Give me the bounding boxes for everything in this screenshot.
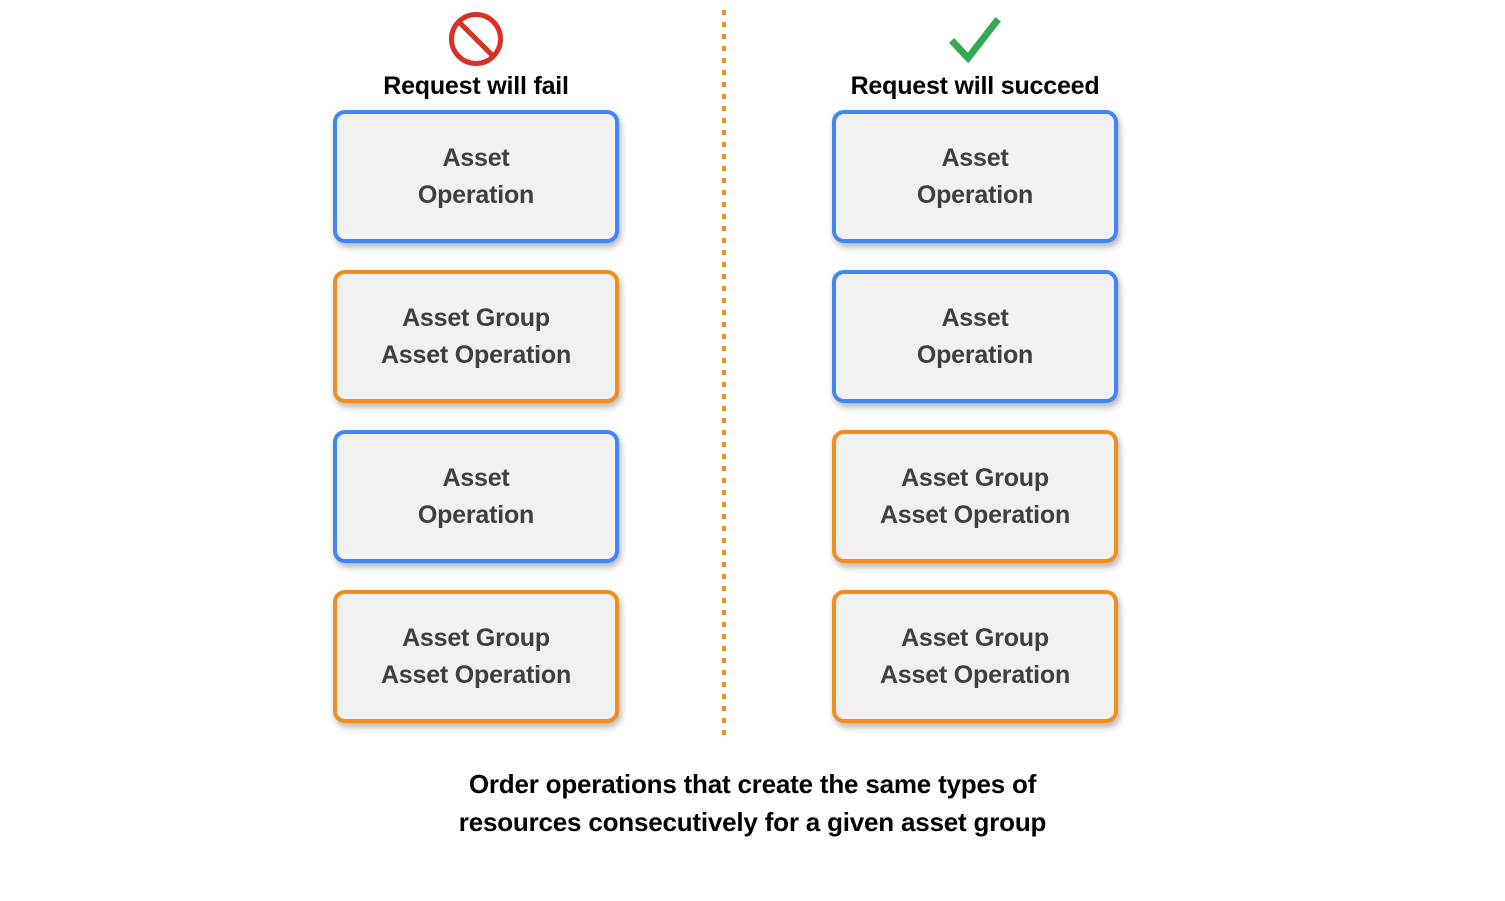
operation-box[interactable]: Asset Group Asset Operation — [333, 590, 619, 723]
operation-stack-fail: Asset Operation Asset Group Asset Operat… — [333, 110, 619, 723]
diagram-caption: Order operations that create the same ty… — [0, 766, 1505, 841]
operation-box[interactable]: Asset Operation — [832, 270, 1118, 403]
operation-box-label: Asset Operation — [417, 464, 535, 529]
check-icon — [944, 8, 1006, 70]
column-title-fail: Request will fail — [383, 72, 569, 100]
vertical-dotted-divider — [722, 10, 726, 736]
operation-box[interactable]: Asset Operation — [333, 110, 619, 243]
operation-box-label: Asset Operation — [417, 144, 535, 209]
operation-box-label: Asset Group Asset Operation — [879, 464, 1071, 529]
column-header-succeed: Request will succeed — [825, 8, 1125, 99]
operation-box[interactable]: Asset Operation — [333, 430, 619, 563]
operation-box[interactable]: Asset Group Asset Operation — [333, 270, 619, 403]
operation-box[interactable]: Asset Group Asset Operation — [832, 590, 1118, 723]
prohibition-icon — [445, 8, 507, 70]
operation-box-label: Asset Operation — [916, 144, 1034, 209]
caption-line-2: resources consecutively for a given asse… — [458, 806, 1047, 837]
operation-box-label: Asset Operation — [916, 304, 1034, 369]
operation-box[interactable]: Asset Operation — [832, 110, 1118, 243]
operation-stack-succeed: Asset Operation Asset Operation Asset Gr… — [832, 110, 1118, 723]
caption-line-1: Order operations that create the same ty… — [468, 769, 1037, 799]
column-header-fail: Request will fail — [326, 8, 626, 99]
operation-box[interactable]: Asset Group Asset Operation — [832, 430, 1118, 563]
operation-box-label: Asset Group Asset Operation — [380, 624, 572, 689]
operation-box-label: Asset Group Asset Operation — [879, 624, 1071, 689]
operation-box-label: Asset Group Asset Operation — [380, 304, 572, 369]
column-title-succeed: Request will succeed — [850, 72, 1100, 100]
